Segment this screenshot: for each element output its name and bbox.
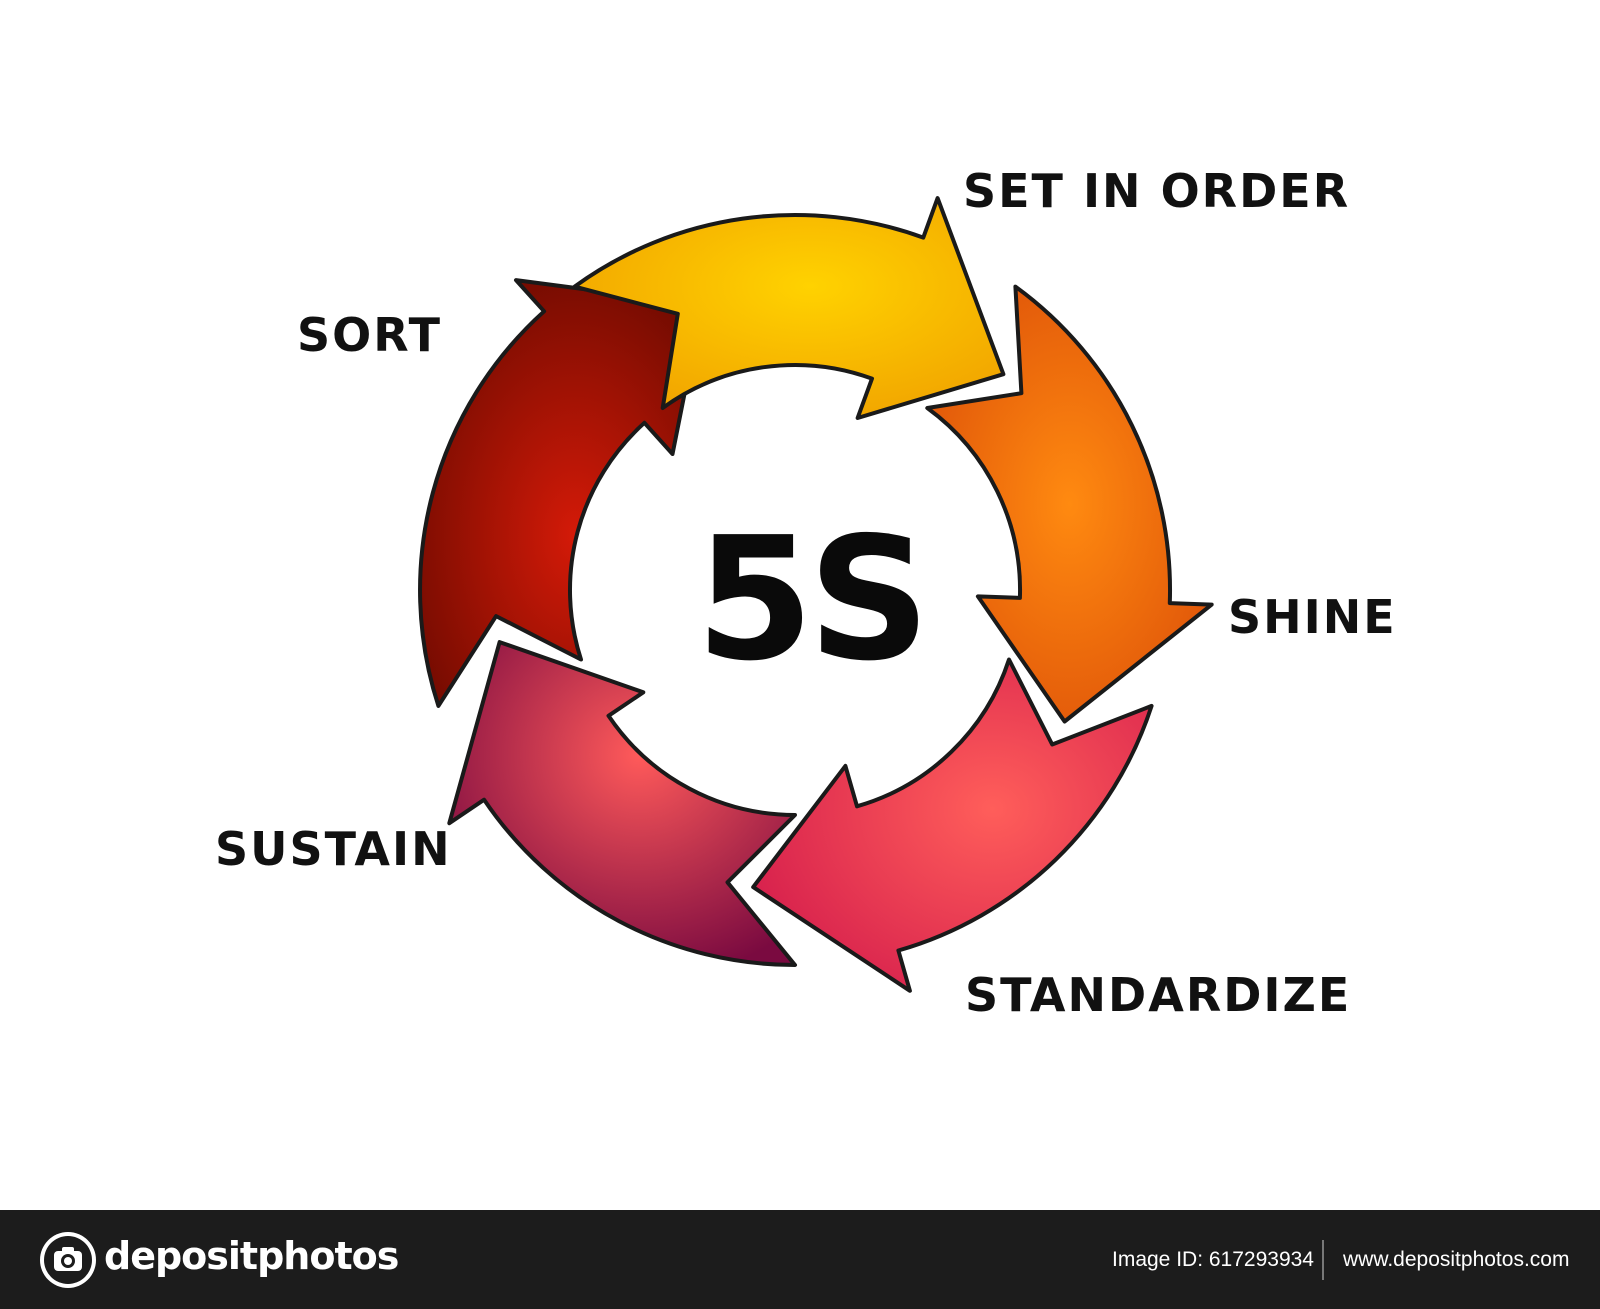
set-in-order-label: SET IN ORDER bbox=[963, 164, 1351, 218]
image-id: Image ID: 617293934 bbox=[1112, 1248, 1314, 1271]
standardize-label: STANDARDIZE bbox=[965, 968, 1352, 1022]
shine-arrow bbox=[751, 657, 1154, 993]
sustain-arrow bbox=[418, 278, 705, 708]
site-url: www.depositphotos.com bbox=[1343, 1248, 1570, 1271]
set-in-order-arrow bbox=[925, 284, 1214, 724]
footer-bar: depositphotos Image ID: 617293934 www.de… bbox=[0, 1210, 1600, 1309]
standardize-arrow bbox=[447, 640, 797, 967]
sort-arrow bbox=[572, 196, 1006, 420]
brand-name: depositphotos bbox=[104, 1234, 399, 1278]
shine-label: SHINE bbox=[1228, 590, 1397, 644]
sort-label: SORT bbox=[297, 308, 442, 362]
camera-icon bbox=[40, 1232, 96, 1288]
center-title: 5S bbox=[695, 501, 931, 699]
sustain-label: SUSTAIN bbox=[215, 822, 452, 876]
5s-cycle-diagram bbox=[418, 196, 1214, 993]
footer-divider bbox=[1322, 1240, 1324, 1280]
